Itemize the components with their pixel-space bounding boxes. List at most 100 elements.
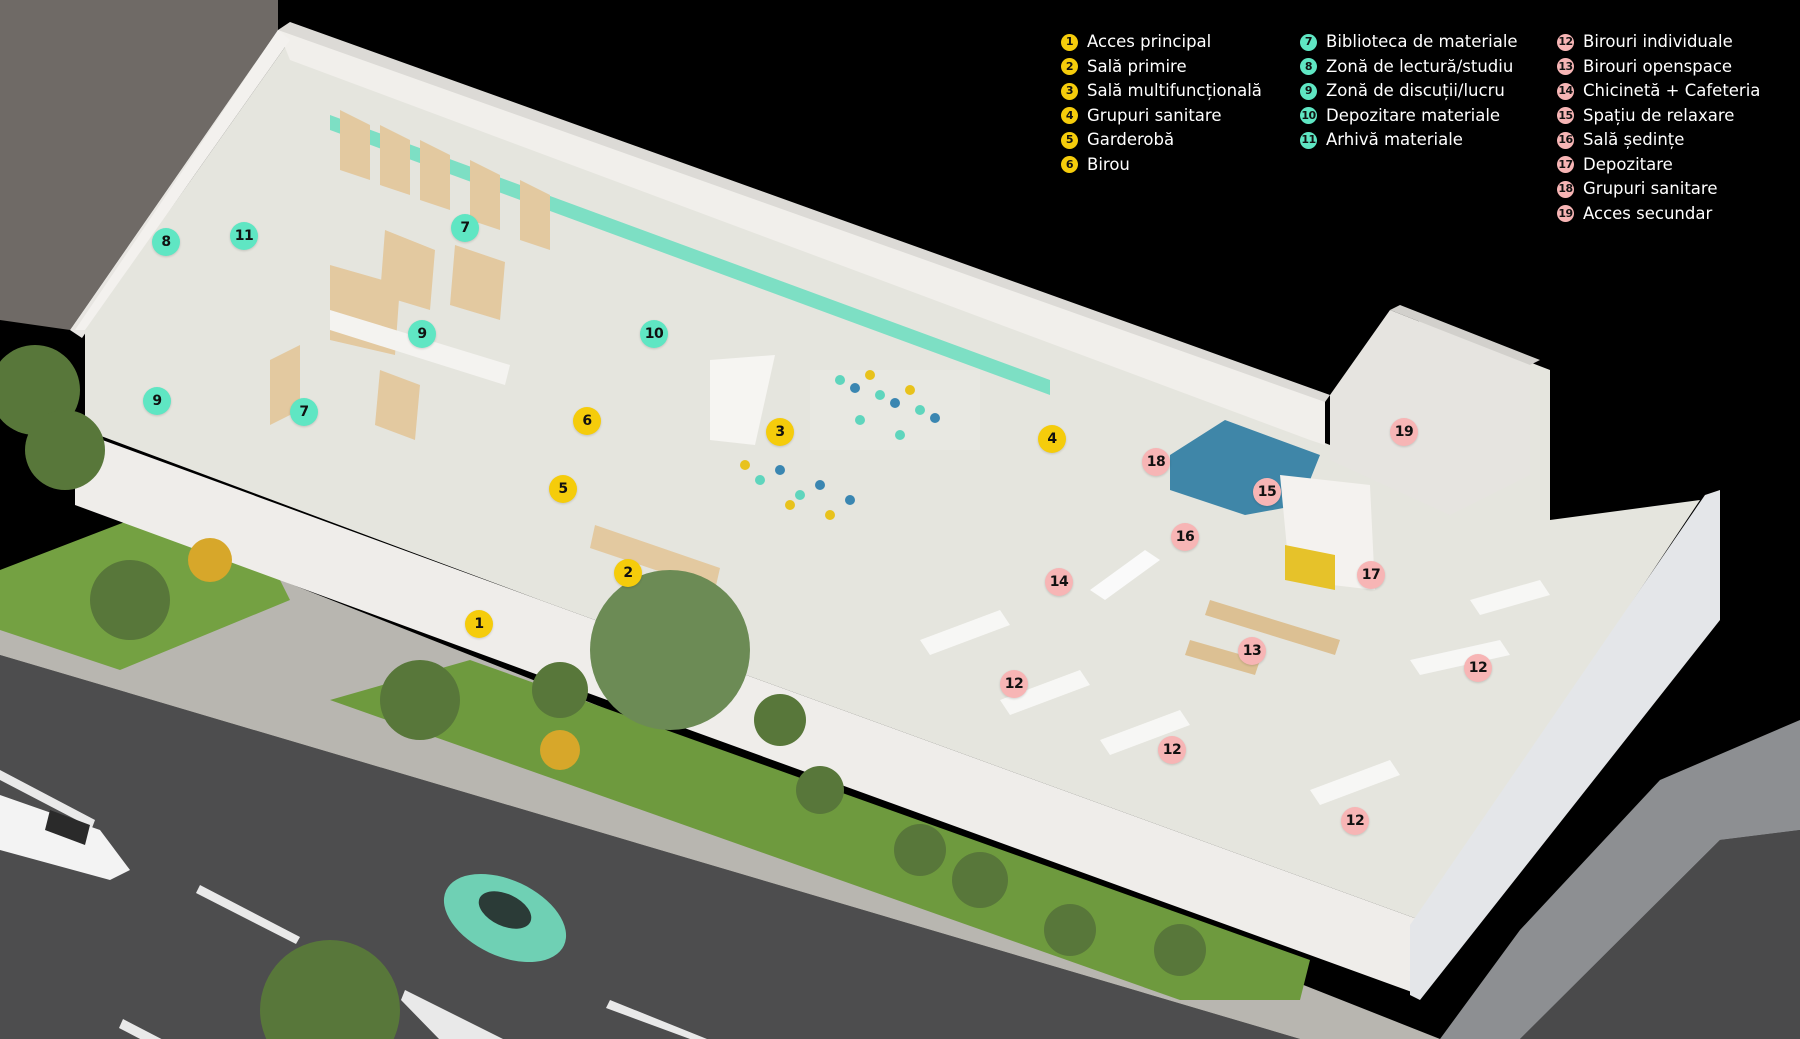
chairs-multipurpose bbox=[740, 370, 980, 520]
accent-stripe bbox=[330, 115, 1050, 395]
legend-item: 18 Grupuri sanitare bbox=[1557, 177, 1760, 202]
legend-number-badge: 8 bbox=[1300, 58, 1317, 76]
legend-item: 17 Depozitare bbox=[1557, 153, 1760, 178]
legend-item: 3 Sală multifuncțională bbox=[1061, 79, 1262, 104]
map-marker-17[interactable]: 17 bbox=[1357, 561, 1385, 589]
neighbor-roof bbox=[0, 0, 278, 330]
right-tall-wall bbox=[1410, 490, 1720, 1000]
legend-label: Garderobă bbox=[1087, 130, 1175, 149]
map-marker-3[interactable]: 3 bbox=[766, 418, 794, 446]
map-marker-2[interactable]: 2 bbox=[614, 559, 642, 587]
map-marker-7a[interactable]: 7 bbox=[451, 214, 479, 242]
legend-label: Sală multifuncțională bbox=[1087, 81, 1262, 100]
map-marker-12d[interactable]: 12 bbox=[1341, 807, 1369, 835]
map-marker-16[interactable]: 16 bbox=[1171, 523, 1199, 551]
map-marker-10[interactable]: 10 bbox=[640, 320, 668, 348]
map-marker-9a[interactable]: 9 bbox=[408, 320, 436, 348]
legend-item: 4 Grupuri sanitare bbox=[1061, 104, 1262, 129]
bookshelves bbox=[270, 110, 550, 440]
map-marker-13[interactable]: 13 bbox=[1238, 637, 1266, 665]
legend-label: Sală ședințe bbox=[1583, 130, 1685, 149]
legend-item: 16 Sală ședințe bbox=[1557, 128, 1760, 153]
legend-label: Depozitare materiale bbox=[1326, 105, 1501, 125]
legend-number-badge: 6 bbox=[1061, 156, 1078, 174]
map-marker-12a[interactable]: 12 bbox=[1000, 670, 1028, 698]
legend-number-badge: 18 bbox=[1557, 180, 1574, 198]
map-marker-19[interactable]: 19 bbox=[1390, 418, 1418, 446]
legend-item: 8 Zonă de lectură/studiu bbox=[1300, 55, 1518, 80]
building-front-wall bbox=[75, 430, 1420, 995]
legend-label: Acces principal bbox=[1087, 32, 1212, 51]
legend-number-badge: 11 bbox=[1300, 131, 1317, 149]
legend-number-badge: 9 bbox=[1300, 82, 1317, 100]
legend-item: 7 Biblioteca de materiale bbox=[1300, 30, 1518, 55]
legend-number-badge: 10 bbox=[1300, 107, 1317, 125]
legend-item: 12 Birouri individuale bbox=[1557, 30, 1760, 55]
road-right bbox=[1520, 830, 1800, 1039]
white-car bbox=[0, 795, 130, 880]
legend-number-badge: 12 bbox=[1557, 33, 1574, 51]
legend-item: 14 Chicinetă + Cafeteria bbox=[1557, 79, 1760, 104]
legend-column-1: 1 Acces principal 2 Sală primire 3 Sală mul… bbox=[1061, 30, 1262, 177]
openspace-desks-wood bbox=[1185, 600, 1340, 675]
map-marker-4[interactable]: 4 bbox=[1038, 425, 1066, 453]
map-marker-7b[interactable]: 7 bbox=[290, 398, 318, 426]
legend-label: Chicinetă + Cafeteria bbox=[1583, 81, 1761, 100]
map-marker-11[interactable]: 11 bbox=[230, 222, 258, 250]
legend-number-badge: 1 bbox=[1061, 33, 1078, 51]
legend-number-badge: 4 bbox=[1061, 107, 1078, 125]
cafeteria-table bbox=[1090, 550, 1160, 600]
legend-item: 5 Garderobă bbox=[1061, 128, 1262, 153]
trees bbox=[0, 345, 1206, 1039]
legend-column-2: 7 Biblioteca de materiale 8 Zonă de lectur… bbox=[1300, 30, 1518, 153]
secondary-access-box bbox=[1330, 310, 1530, 515]
legend-number-badge: 17 bbox=[1557, 156, 1574, 174]
legend-label: Spațiu de relaxare bbox=[1583, 105, 1735, 125]
legend-label: Birouri individuale bbox=[1583, 32, 1733, 51]
legend-item: 2 Sală primire bbox=[1061, 55, 1262, 80]
legend-label: Acces secundar bbox=[1583, 203, 1713, 223]
map-marker-12c[interactable]: 12 bbox=[1464, 654, 1492, 682]
legend-label: Zonă de lectură/studiu bbox=[1326, 56, 1514, 76]
legend-number-badge: 16 bbox=[1557, 131, 1574, 149]
legend-number-badge: 7 bbox=[1300, 33, 1317, 51]
legend-number-badge: 3 bbox=[1061, 82, 1078, 100]
legend-number-badge: 5 bbox=[1061, 131, 1078, 149]
left-wall bbox=[75, 30, 290, 330]
map-marker-8[interactable]: 8 bbox=[152, 228, 180, 256]
map-marker-1[interactable]: 1 bbox=[465, 610, 493, 638]
legend-label: Biblioteca de materiale bbox=[1326, 32, 1518, 51]
legend-item: 10 Depozitare materiale bbox=[1300, 104, 1518, 129]
legend-number-badge: 2 bbox=[1061, 58, 1078, 76]
back-wall-top bbox=[278, 22, 1330, 402]
mint-car bbox=[443, 873, 567, 963]
map-marker-9b[interactable]: 9 bbox=[143, 387, 171, 415]
legend-number-badge: 15 bbox=[1557, 107, 1574, 125]
map-marker-18[interactable]: 18 bbox=[1142, 448, 1170, 476]
map-marker-14[interactable]: 14 bbox=[1045, 568, 1073, 596]
multipurpose-table bbox=[710, 355, 775, 445]
secondary-access-wall bbox=[1390, 305, 1540, 365]
sidewalk-right bbox=[1440, 720, 1800, 1039]
back-wall bbox=[278, 28, 1325, 445]
legend-item: 15 Spațiu de relaxare bbox=[1557, 104, 1760, 129]
map-marker-6[interactable]: 6 bbox=[573, 407, 601, 435]
legend-label: Arhivă materiale bbox=[1326, 130, 1463, 149]
legend-item: 9 Zonă de discuții/lucru bbox=[1300, 79, 1518, 104]
legend-label: Depozitare bbox=[1583, 154, 1673, 174]
map-marker-12b[interactable]: 12 bbox=[1158, 736, 1186, 764]
legend-label: Grupuri sanitare bbox=[1087, 105, 1222, 125]
map-marker-15[interactable]: 15 bbox=[1253, 478, 1281, 506]
legend-item: 11 Arhivă materiale bbox=[1300, 128, 1518, 153]
lane-markings bbox=[0, 770, 707, 1039]
map-marker-5[interactable]: 5 bbox=[549, 475, 577, 503]
legend-label: Grupuri sanitare bbox=[1583, 179, 1718, 198]
legend-number-badge: 14 bbox=[1557, 82, 1574, 100]
legend-label: Zonă de discuții/lucru bbox=[1326, 81, 1505, 100]
legend-label: Sală primire bbox=[1087, 56, 1187, 76]
